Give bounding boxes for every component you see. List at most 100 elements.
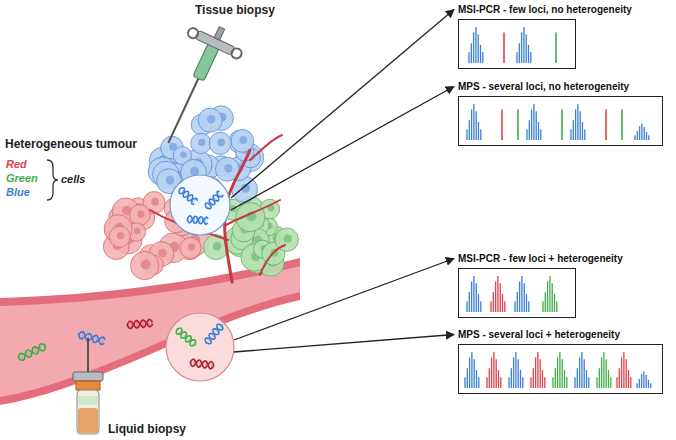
peak xyxy=(526,129,527,140)
peak xyxy=(466,129,467,140)
dna-rung xyxy=(24,355,26,357)
peak xyxy=(603,352,604,388)
peak xyxy=(639,126,640,140)
peak xyxy=(469,120,470,140)
tumour-cell xyxy=(209,132,231,154)
dna-rung xyxy=(142,320,144,328)
peak xyxy=(574,377,575,388)
electropherogram xyxy=(459,97,661,144)
peak xyxy=(476,370,477,388)
needle xyxy=(87,338,89,374)
peak xyxy=(552,283,553,312)
dna-rung xyxy=(20,353,23,360)
peak xyxy=(502,294,503,312)
peak xyxy=(466,301,467,312)
dna-rung xyxy=(187,337,191,342)
cell-body xyxy=(130,205,151,226)
dna-strand xyxy=(205,325,223,343)
dna-rung xyxy=(205,341,208,344)
peak xyxy=(511,368,512,388)
dna-rung xyxy=(211,362,213,369)
peak xyxy=(471,352,472,388)
peak xyxy=(522,377,523,388)
dna-rung xyxy=(78,333,80,336)
peak xyxy=(544,377,545,388)
peak xyxy=(555,32,557,63)
peak xyxy=(588,377,589,388)
peak xyxy=(566,377,567,388)
peak xyxy=(540,359,541,388)
dna-rung xyxy=(191,198,192,200)
result-panel: MSI-PCR - few loci, no heterogeneity xyxy=(458,3,632,69)
peak xyxy=(478,122,479,140)
vessel-lumen xyxy=(0,266,300,397)
peak xyxy=(468,52,469,63)
peak xyxy=(564,370,565,388)
dna-strand xyxy=(18,344,45,361)
peak xyxy=(504,301,505,312)
peak xyxy=(643,372,644,388)
peak xyxy=(478,377,479,388)
peak xyxy=(469,292,470,312)
peak xyxy=(619,368,620,388)
dna-rung xyxy=(26,351,29,357)
dna-rung xyxy=(81,332,83,340)
peak xyxy=(474,359,475,388)
dna-rung xyxy=(29,350,32,355)
peak xyxy=(476,111,477,140)
dna-rung xyxy=(196,218,197,222)
text-label: cells xyxy=(61,172,85,186)
dna-rung xyxy=(191,341,195,346)
peak xyxy=(616,377,617,388)
peak xyxy=(547,281,548,312)
dna-rung xyxy=(32,350,33,353)
dna-rung xyxy=(205,217,207,225)
cell-nucleus xyxy=(284,235,292,243)
dna-strand xyxy=(205,194,222,207)
peak xyxy=(599,368,600,388)
electropherogram xyxy=(459,345,661,392)
dna-rung xyxy=(214,329,219,333)
peak xyxy=(528,45,529,63)
dna-rung xyxy=(193,217,195,223)
cell-nucleus xyxy=(137,210,144,217)
dna-rung xyxy=(182,333,186,338)
peak xyxy=(503,32,505,63)
dna-helix xyxy=(187,216,208,225)
peak xyxy=(606,359,607,388)
dna-rung xyxy=(130,321,132,328)
peak xyxy=(493,292,494,312)
peak xyxy=(497,276,498,312)
tube-holder xyxy=(73,372,103,381)
peak xyxy=(646,375,647,388)
electropherogram xyxy=(459,20,574,67)
peak xyxy=(533,368,534,388)
dna-rung xyxy=(96,336,98,342)
tumour-cell xyxy=(198,108,222,132)
peak xyxy=(523,27,524,63)
dna-rung xyxy=(148,319,150,326)
peak xyxy=(559,352,560,388)
peak xyxy=(621,357,622,388)
dna-strand xyxy=(78,332,104,345)
cell-nucleus xyxy=(141,260,151,270)
peak xyxy=(533,104,534,140)
inset-circle xyxy=(166,313,234,381)
cell-nucleus xyxy=(217,138,225,146)
dna-rung xyxy=(207,203,211,207)
dna-rung xyxy=(202,362,204,366)
dna-rung xyxy=(151,321,152,325)
panel-heading: MSI-PCR - few loci, no heterogeneity xyxy=(458,3,632,16)
peak xyxy=(555,368,556,388)
plunger xyxy=(214,27,225,40)
peak xyxy=(579,357,580,388)
dna-rung xyxy=(127,323,128,327)
dna-rung xyxy=(217,192,223,198)
peak xyxy=(577,104,578,140)
tube-sticker xyxy=(78,396,98,405)
peak xyxy=(517,109,519,140)
cell-nucleus xyxy=(180,151,186,157)
dna-strand xyxy=(206,191,219,208)
peak xyxy=(496,359,497,388)
